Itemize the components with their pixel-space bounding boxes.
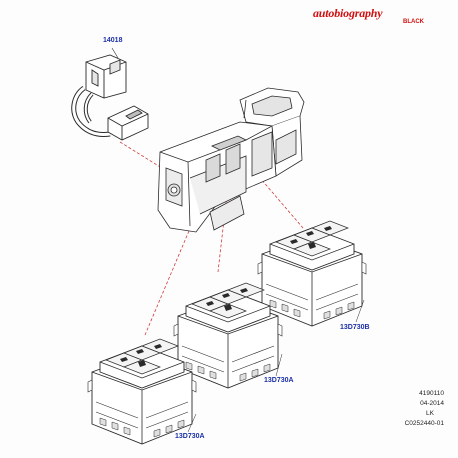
footer-market: LK xyxy=(426,410,434,417)
part-label-switch-b: 13D730B xyxy=(340,324,370,331)
part-label-harness: 14018 xyxy=(103,37,123,44)
part-label-switch-a-left: 13D730A xyxy=(175,433,205,440)
brand-title: autobiography xyxy=(313,6,383,20)
footer-date: 04-2014 xyxy=(420,400,444,407)
harness-connector xyxy=(71,47,149,141)
part-label-switch-a-mid: 13D730A xyxy=(264,377,294,384)
footer-code: C0252440-01 xyxy=(404,420,444,427)
label-leaders xyxy=(187,299,365,433)
centre-console xyxy=(157,87,305,233)
switch-pack-b xyxy=(257,220,367,327)
brand-subtitle: BLACK xyxy=(403,19,424,25)
footer-ref: 4190110 xyxy=(419,390,444,397)
leader-line-switch-1 xyxy=(144,147,225,336)
